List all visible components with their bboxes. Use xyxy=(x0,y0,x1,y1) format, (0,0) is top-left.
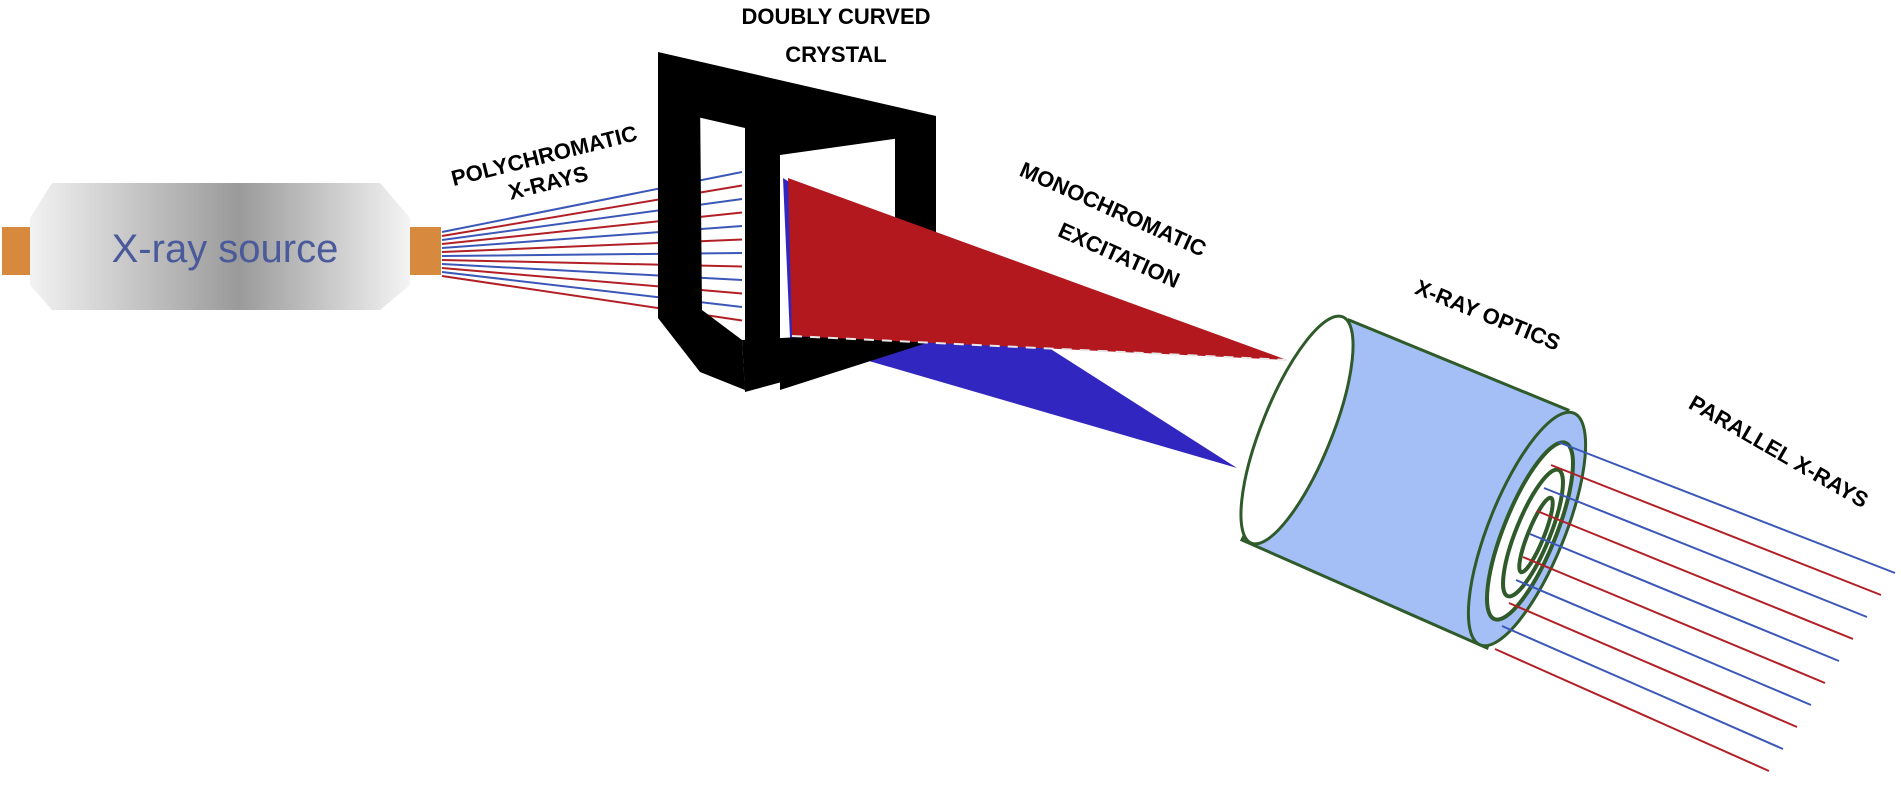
parallel-ray xyxy=(1536,510,1854,640)
parallel-ray xyxy=(1529,533,1840,662)
xray-optics xyxy=(1239,314,1588,651)
crystal-frame-bottom xyxy=(742,330,936,392)
parallel-ray xyxy=(1522,556,1826,684)
source-cap-right xyxy=(407,227,441,275)
xray-source: X-ray source xyxy=(2,183,441,310)
label-optics: X-RAY OPTICS xyxy=(1412,275,1564,356)
crystal-frame-left xyxy=(658,52,745,390)
parallel-ray xyxy=(1557,441,1896,574)
parallel-ray xyxy=(1501,625,1784,750)
optics-front-ellipse xyxy=(1239,314,1355,546)
source-cap-left xyxy=(2,227,34,275)
crystal-frame-top xyxy=(658,52,936,170)
source-label: X-ray source xyxy=(112,227,339,271)
parallel-ray xyxy=(1494,648,1770,772)
label-crystal-line1: DOUBLY CURVED xyxy=(741,4,930,29)
label-parallel: PARALLEL X-RAYS xyxy=(1685,390,1873,513)
crystal-frame-back xyxy=(745,128,780,390)
parallel-rays xyxy=(1494,441,1896,772)
label-crystal-line2: CRYSTAL xyxy=(785,42,886,67)
parallel-ray xyxy=(1550,464,1882,596)
doubly-curved-crystal xyxy=(658,52,936,392)
parallel-ray xyxy=(1515,579,1812,706)
parallel-ray xyxy=(1543,487,1868,618)
source-body xyxy=(30,183,410,310)
mono-beam-red xyxy=(788,178,1287,360)
parallel-ray xyxy=(1508,602,1798,728)
optics-ring-3 xyxy=(1517,495,1555,575)
